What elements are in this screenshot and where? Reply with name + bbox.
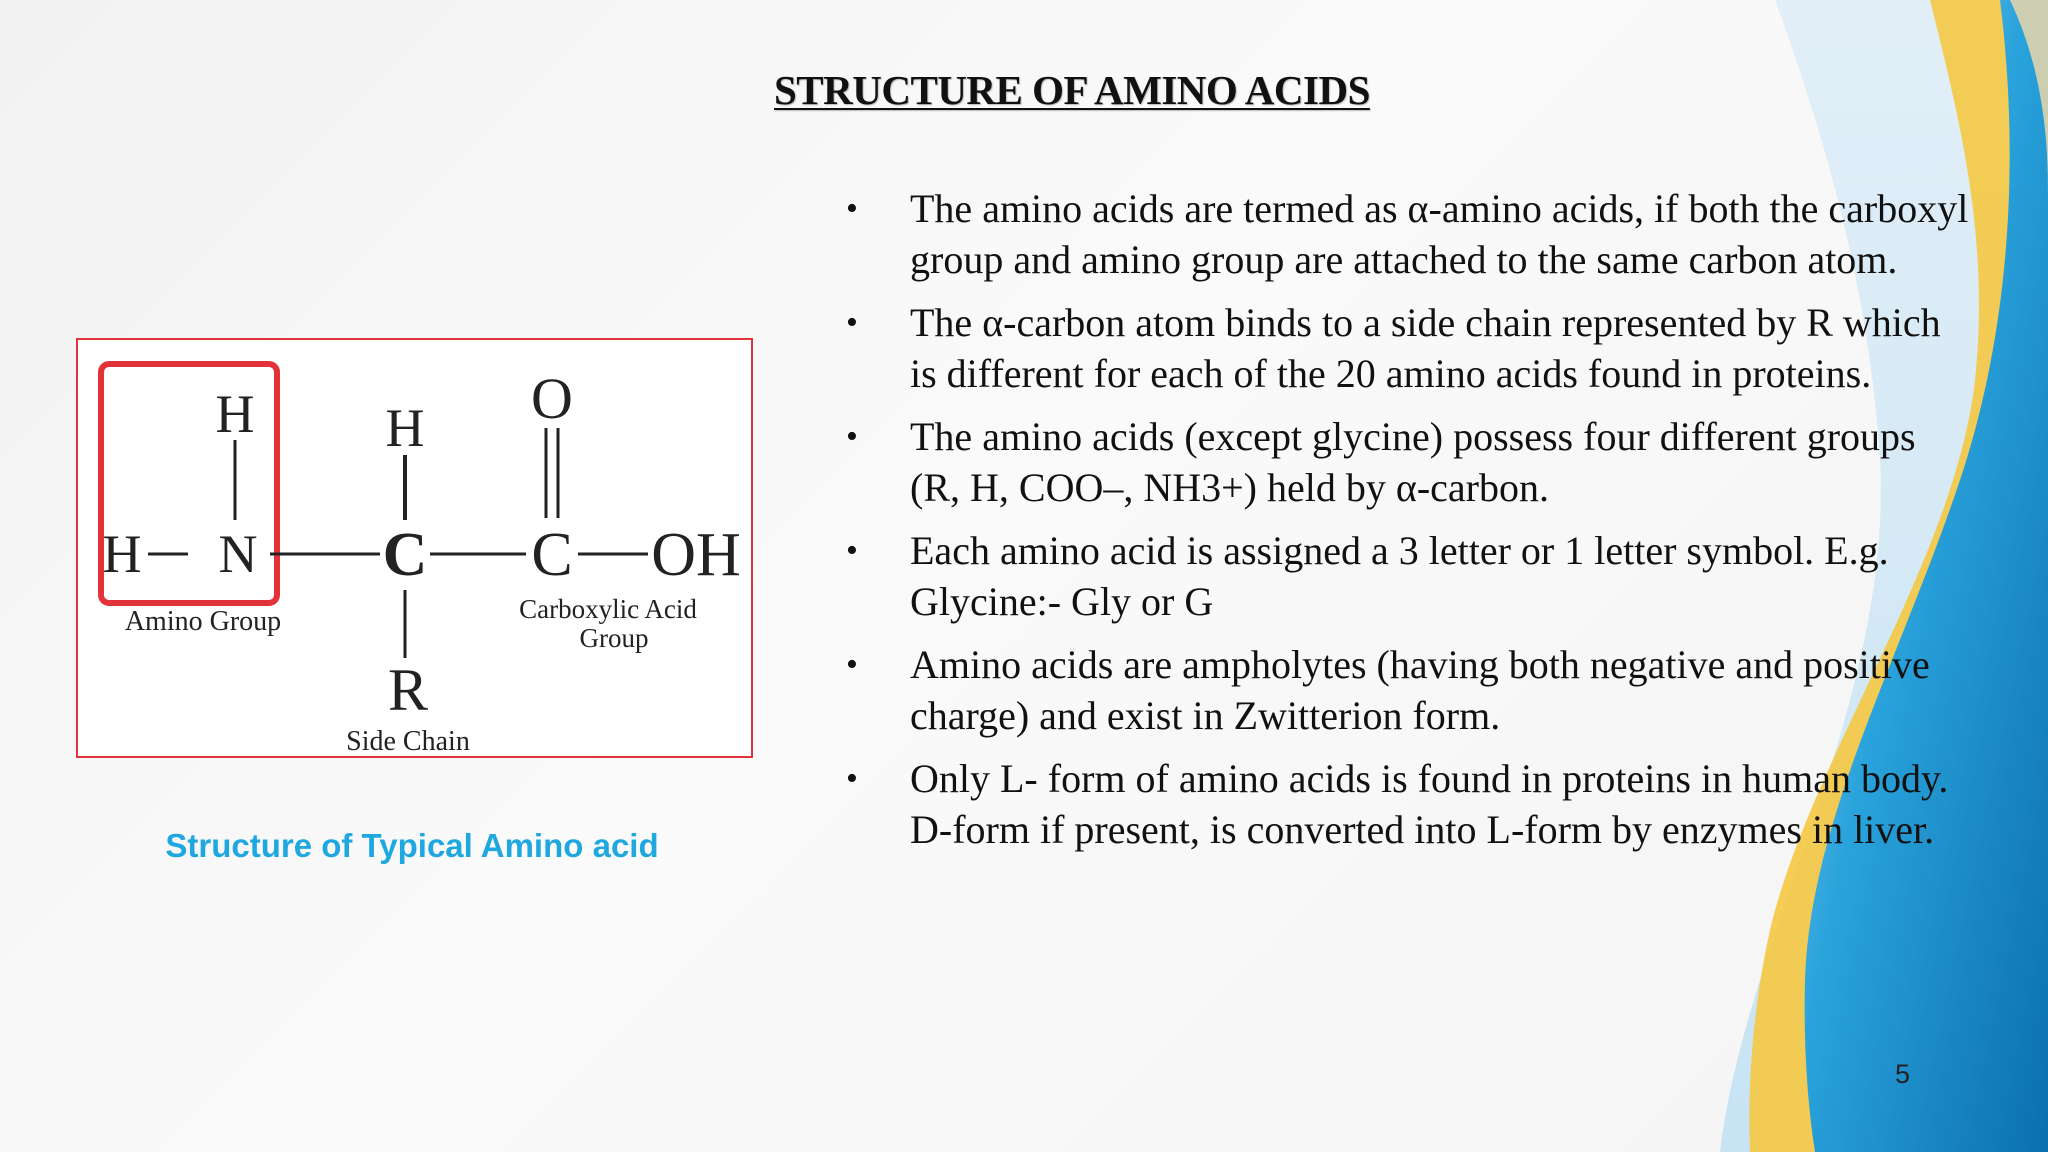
atom-side-r: R xyxy=(388,657,428,723)
amino-acid-structure-figure: H H N H C R O C OH Amino Group Side Chai… xyxy=(76,338,753,758)
bullet-text: Amino acids are ampholytes (having both … xyxy=(910,642,1930,738)
atom-alpha-h: H xyxy=(386,398,425,458)
bullet-item: Each amino acid is assigned a 3 letter o… xyxy=(846,525,1971,627)
atom-carboxyl-c: C xyxy=(531,521,572,589)
bullet-item: Amino acids are ampholytes (having both … xyxy=(846,639,1971,741)
label-amino-group: Amino Group xyxy=(125,606,281,637)
amino-acid-structure-diagram: H H N H C R O C OH Amino Group Side Chai… xyxy=(98,361,741,757)
slide-title: STRUCTURE OF AMINO ACIDS xyxy=(774,67,1370,113)
bullet-list: The amino acids are termed as α-amino ac… xyxy=(846,183,1971,867)
atom-amino-n: N xyxy=(219,524,258,584)
amino-group-box xyxy=(98,361,280,606)
atom-alpha-c: C xyxy=(383,521,428,589)
bullet-text: The amino acids are termed as α-amino ac… xyxy=(910,186,1969,282)
bullet-text: Each amino acid is assigned a 3 letter o… xyxy=(910,528,1889,624)
atom-amino-h-top: H xyxy=(216,384,255,444)
bullet-item: Only L- form of amino acids is found in … xyxy=(846,753,1971,855)
bullet-text: Only L- form of amino acids is found in … xyxy=(910,756,1949,852)
bullet-item: The amino acids (except glycine) possess… xyxy=(846,411,1971,513)
bullet-item: The α-carbon atom binds to a side chain … xyxy=(846,297,1971,399)
bullet-item: The amino acids are termed as α-amino ac… xyxy=(846,183,1971,285)
bullet-text: The amino acids (except glycine) possess… xyxy=(910,414,1916,510)
label-carboxylic-line1: Carboxylic Acid xyxy=(519,594,697,624)
page-number: 5 xyxy=(1895,1059,1911,1089)
label-carboxylic-line2: Group xyxy=(580,623,649,653)
atom-carbonyl-o: O xyxy=(531,366,573,431)
atom-hydroxyl: OH xyxy=(651,521,741,589)
figure-caption: Structure of Typical Amino acid xyxy=(165,827,659,864)
label-side-chain: Side Chain xyxy=(346,726,470,757)
atom-amino-h-left: H xyxy=(103,524,142,584)
bullet-text: The α-carbon atom binds to a side chain … xyxy=(910,300,1941,396)
